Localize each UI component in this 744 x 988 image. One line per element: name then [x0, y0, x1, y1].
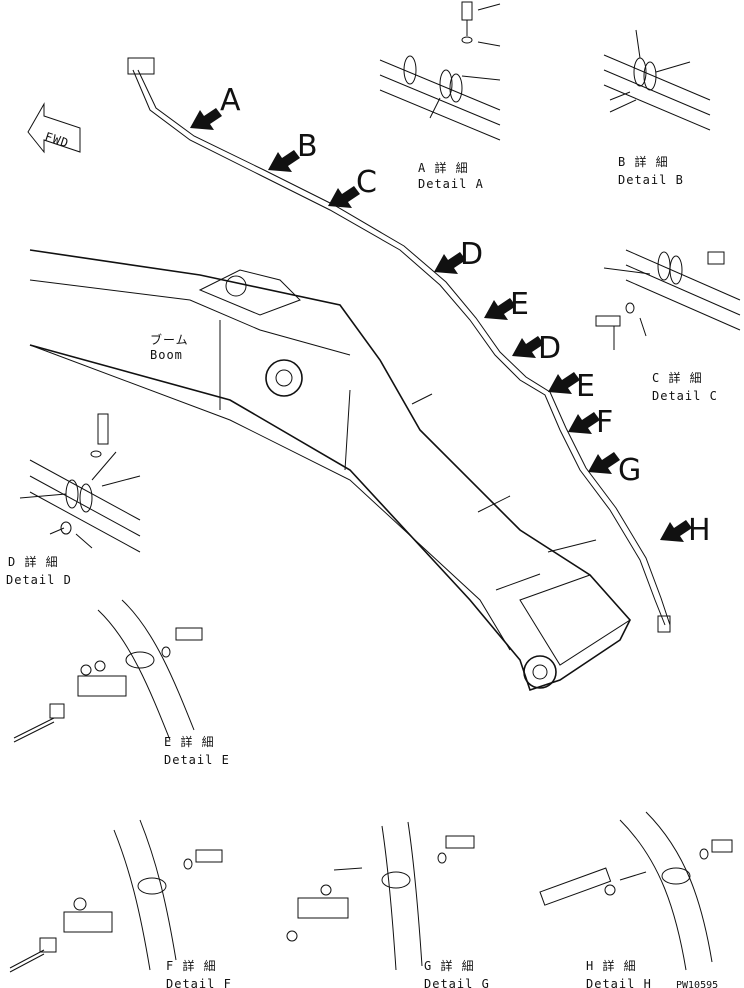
- callout-arrow-h: H: [660, 513, 711, 548]
- detail-c: C 詳 細 Detail C: [595, 249, 741, 403]
- detail-e: E 詳 細 Detail E: [13, 599, 230, 767]
- detail-f: F 詳 細 Detail F: [9, 819, 232, 988]
- callout-letter: D: [538, 331, 561, 366]
- boom-jp-label: ブーム: [150, 332, 189, 347]
- callout-letter: H: [688, 513, 711, 548]
- drawing-code: PW10595: [676, 980, 718, 988]
- detail-b: B 詳 細 Detail B: [603, 29, 711, 187]
- detail-g-jp: G 詳 細: [424, 958, 475, 973]
- detail-d: D 詳 細 Detail D: [6, 413, 141, 587]
- hose-routing: [127, 57, 671, 633]
- detail-a-en: Detail A: [418, 177, 484, 191]
- callout-arrow-c: C: [328, 165, 377, 208]
- callout-arrow-a: A: [190, 83, 241, 130]
- boom-en-label: Boom: [150, 348, 183, 362]
- callout-arrow-d1: D: [434, 237, 483, 274]
- callout-arrow-f: F: [568, 405, 613, 440]
- detail-d-jp: D 詳 細: [8, 554, 59, 569]
- callout-arrow-d2: D: [512, 331, 561, 366]
- callout-arrow-b: B: [268, 129, 318, 172]
- callout-letter: B: [297, 129, 318, 164]
- callout-arrow-e1: E: [484, 287, 529, 322]
- callout-arrow-g: G: [588, 452, 641, 488]
- detail-h-en: Detail H: [586, 977, 652, 988]
- detail-c-jp: C 詳 細: [652, 370, 703, 385]
- detail-f-en: Detail F: [166, 977, 232, 988]
- detail-e-en: Detail E: [164, 753, 230, 767]
- detail-b-en: Detail B: [618, 173, 684, 187]
- callout-letter: A: [220, 83, 241, 118]
- callout-letter: E: [576, 369, 595, 404]
- callout-letter: E: [510, 287, 529, 322]
- detail-h-jp: H 詳 細: [586, 958, 637, 973]
- detail-e-jp: E 詳 細: [164, 734, 215, 749]
- detail-f-jp: F 詳 細: [166, 958, 217, 973]
- callout-letter: D: [460, 237, 483, 272]
- detail-g: G 詳 細 Detail G: [286, 821, 490, 988]
- detail-d-en: Detail D: [6, 573, 72, 587]
- boom-body: [29, 249, 631, 692]
- detail-g-en: Detail G: [424, 977, 490, 988]
- callout-letter: F: [596, 405, 613, 440]
- detail-a: A 詳 細 Detail A: [379, 1, 501, 191]
- fwd-label: FWD: [43, 130, 71, 151]
- detail-b-jp: B 詳 細: [618, 154, 669, 169]
- detail-a-jp: A 詳 細: [418, 160, 469, 175]
- callout-arrow-e2: E: [548, 369, 595, 404]
- callout-letter: G: [618, 453, 641, 488]
- callout-letter: C: [356, 165, 377, 200]
- fwd-arrow-icon: FWD: [27, 102, 81, 154]
- detail-h: H 詳 細 Detail H: [539, 811, 733, 988]
- detail-c-en: Detail C: [652, 389, 718, 403]
